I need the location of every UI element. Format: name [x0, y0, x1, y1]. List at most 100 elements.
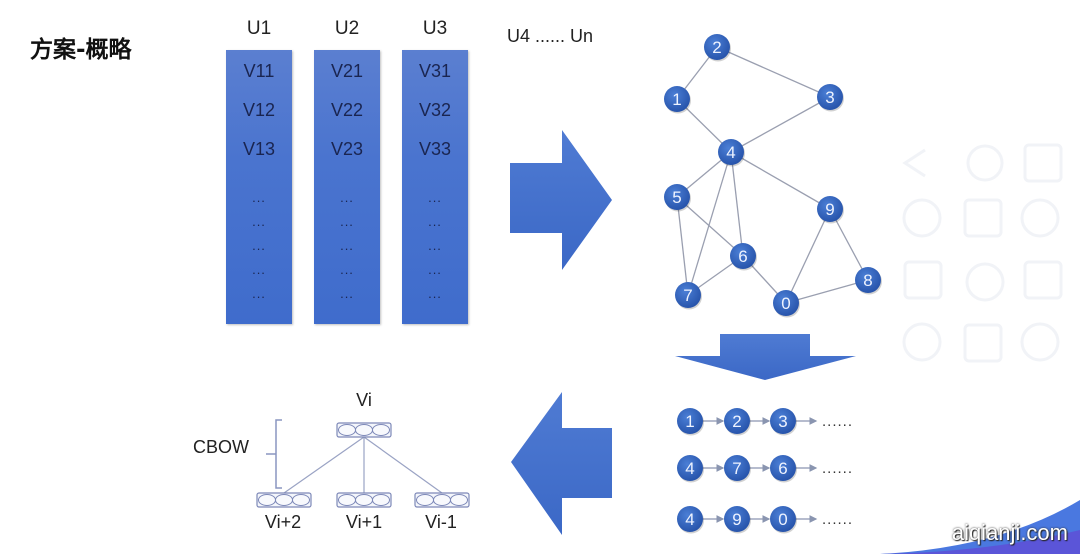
node-label: 6	[778, 459, 787, 478]
ellipsis: ...	[252, 190, 266, 205]
walk-node: 0	[770, 506, 797, 534]
watermark: aiqianji.com	[951, 520, 1068, 545]
context-vector	[256, 492, 312, 508]
node-circle	[770, 506, 796, 532]
node-label: 5	[672, 188, 681, 207]
graph-edge	[687, 151, 732, 296]
node-circle	[724, 455, 750, 481]
item-cell: V13	[242, 139, 276, 159]
walk-node: 4	[677, 455, 704, 483]
graph-edge	[730, 151, 831, 210]
node-label: 0	[781, 294, 790, 313]
node-circle	[677, 408, 703, 434]
node-circle	[675, 282, 701, 308]
vector-unit	[433, 494, 451, 506]
graph-node-8: 8	[855, 267, 882, 295]
vector-unit	[338, 424, 356, 436]
context-word-label: Vi+1	[345, 512, 383, 532]
graph-node-7: 7	[675, 282, 702, 310]
graph-node-4: 4	[718, 139, 745, 167]
node-label: 8	[863, 271, 872, 290]
ellipsis: ...	[428, 286, 442, 301]
ellipsis: ...	[340, 262, 354, 277]
node-circle	[724, 506, 750, 532]
graph-edge	[785, 208, 831, 304]
walk-ellipsis: ......	[822, 413, 853, 430]
context-word-label: Vi+2	[264, 512, 302, 532]
cbow-connection	[363, 436, 443, 494]
walk-ellipsis: ......	[822, 460, 853, 477]
graph-node-9: 9	[817, 196, 844, 224]
graph-node-1: 1	[664, 86, 691, 114]
graph-edge	[730, 96, 831, 153]
walk-node: 7	[724, 455, 751, 483]
node-circle	[770, 455, 796, 481]
walk-node: 9	[724, 506, 751, 534]
node-circle	[704, 34, 730, 60]
item-cell: V22	[330, 100, 364, 120]
node-circle	[724, 408, 750, 434]
ellipsis: ...	[428, 238, 442, 253]
node-label: 9	[825, 200, 834, 219]
context-vector	[336, 492, 392, 508]
down-arrow-icon	[675, 334, 856, 380]
walk-sequence: 4 7 6......	[677, 455, 853, 483]
node-label: 1	[685, 412, 694, 431]
context-vector	[414, 492, 470, 508]
item-cell: V12	[242, 100, 276, 120]
node-circle	[664, 86, 690, 112]
ellipsis: ...	[340, 238, 354, 253]
node-label: 2	[712, 38, 721, 57]
graph-edge	[676, 196, 744, 257]
graph-node-2: 2	[704, 34, 731, 62]
ellipsis: ...	[428, 214, 442, 229]
ellipsis: ...	[340, 286, 354, 301]
graph-edge	[730, 151, 744, 257]
walk-node: 2	[724, 408, 751, 436]
item-cell: V11	[243, 61, 275, 81]
node-label: 0	[778, 510, 787, 529]
vector-unit	[416, 494, 434, 506]
node-circle	[677, 455, 703, 481]
target-vector	[336, 422, 392, 438]
node-label: 7	[732, 459, 741, 478]
cbow-connection	[283, 436, 365, 494]
item-cell: V21	[330, 61, 364, 81]
node-label: 3	[778, 412, 787, 431]
node-label: 1	[672, 90, 681, 109]
vector-unit	[258, 494, 276, 506]
user-column-u1: V11 V12 V13 ... ... ... ... ...	[226, 50, 292, 324]
ellipsis: ...	[340, 190, 354, 205]
right-arrow-icon	[510, 130, 612, 270]
graph-edge	[676, 196, 689, 296]
walk-node: 6	[770, 455, 797, 483]
column-header-u1: U1	[246, 18, 272, 39]
walk-node: 1	[677, 408, 704, 436]
node-label: 4	[685, 459, 694, 478]
item-cell: V33	[418, 139, 452, 159]
node-label: 2	[732, 412, 741, 431]
ellipsis: ...	[252, 214, 266, 229]
walk-node: 3	[770, 408, 797, 436]
ellipsis: ...	[340, 214, 354, 229]
graph-node-0: 0	[773, 290, 800, 318]
item-cell: V32	[418, 100, 452, 120]
cbow-label: CBOW	[193, 437, 249, 457]
item-cell: V23	[330, 139, 364, 159]
ellipsis: ...	[252, 238, 266, 253]
graph-node-3: 3	[817, 84, 844, 112]
vector-unit	[355, 494, 373, 506]
vector-unit	[292, 494, 310, 506]
node-label: 3	[825, 88, 834, 107]
node-circle	[817, 196, 843, 222]
user-column-u3: V31 V32 V33 ... ... ... ... ...	[402, 50, 468, 324]
walk-ellipsis: ......	[822, 511, 853, 528]
vector-unit	[372, 494, 390, 506]
vector-unit	[338, 494, 356, 506]
node-label: 7	[683, 286, 692, 305]
node-circle	[817, 84, 843, 110]
vector-unit	[275, 494, 293, 506]
node-circle	[677, 506, 703, 532]
user-column-u2: V21 V22 V23 ... ... ... ... ...	[314, 50, 380, 324]
